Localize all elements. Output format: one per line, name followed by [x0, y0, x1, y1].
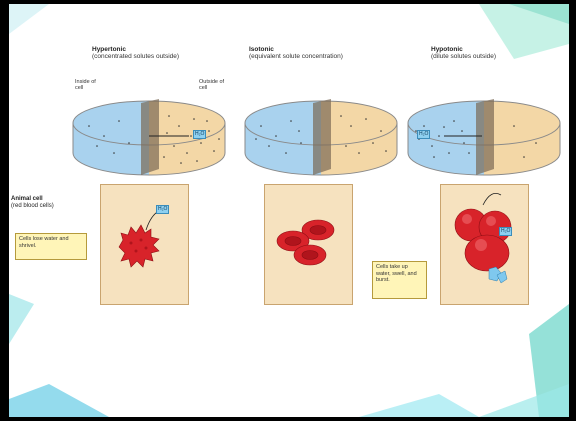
- column-title-isotonic: Isotonic (equivalent solute concentratio…: [249, 46, 343, 60]
- column-title-hypotonic: Hypotonic (dilute solutes outside): [431, 46, 496, 60]
- dish-isotonic: [241, 91, 401, 181]
- callout-hypertonic: Cells lose water and shrivel.: [15, 233, 87, 260]
- panel-hypertonic-cell: H₂O: [100, 184, 189, 305]
- callout-hypotonic: Cells take up water, swell, and burst.: [372, 261, 427, 299]
- h2o-tag-dish-hypertonic: H₂O: [193, 130, 206, 139]
- column-subtitle-isotonic: (equivalent solute concentration): [249, 53, 343, 60]
- column-title-hypertonic-text: Hypertonic: [92, 46, 126, 53]
- column-subtitle-hypotonic: (dilute solutes outside): [431, 53, 496, 60]
- h2o-tag-shriveled-cell: H₂O: [156, 205, 169, 214]
- panel-hypotonic-cell: H₂O: [440, 184, 529, 305]
- shriveled-red-blood-cell: [101, 185, 188, 304]
- slide: Hypertonic (concentrated solutes outside…: [9, 4, 569, 417]
- normal-red-blood-cells: [265, 185, 352, 304]
- panel-isotonic-cell: [264, 184, 353, 305]
- outside-of-cell-label: Outside of cell: [199, 79, 233, 91]
- column-title-isotonic-text: Isotonic: [249, 46, 274, 53]
- swollen-red-blood-cell: [441, 185, 528, 304]
- animal-cell-label: Animal cell (red blood cells): [11, 196, 54, 210]
- animal-cell-title: Animal cell: [11, 196, 54, 203]
- inside-of-cell-label: Inside of cell: [75, 79, 105, 91]
- column-title-hypotonic-text: Hypotonic: [431, 46, 463, 53]
- h2o-tag-dish-hypotonic: H₂O: [417, 130, 430, 139]
- animal-cell-subtitle: (red blood cells): [11, 203, 54, 209]
- column-title-hypertonic: Hypertonic (concentrated solutes outside…: [92, 46, 179, 60]
- column-subtitle-hypertonic: (concentrated solutes outside): [92, 53, 179, 60]
- h2o-tag-swollen-cell: H₂O: [499, 227, 512, 236]
